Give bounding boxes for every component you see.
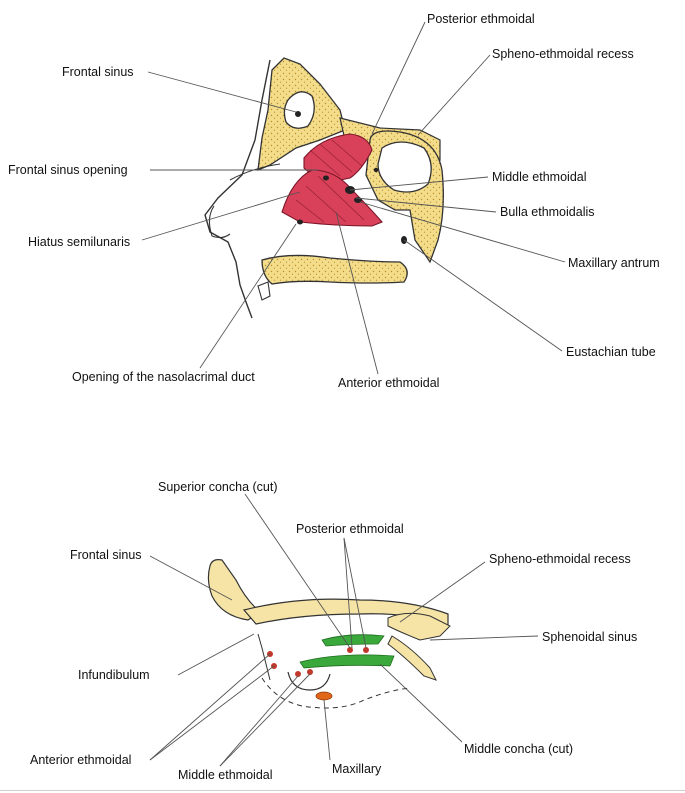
hard-palate xyxy=(261,254,408,285)
middle-ethmoidal-ostium-1 xyxy=(295,671,301,677)
top-leader-lines xyxy=(141,21,566,375)
bottom-leader-lines xyxy=(149,493,539,767)
bottom-lateral-wall-drawing xyxy=(207,559,451,709)
label-anterior-ethmoidal-bottom: Anterior ethmoidal xyxy=(30,753,132,767)
label-hiatus-semilunaris: Hiatus semilunaris xyxy=(28,235,131,249)
label-frontal-sinus-top: Frontal sinus xyxy=(62,65,134,79)
label-frontal-sinus-bottom: Frontal sinus xyxy=(70,548,142,562)
label-middle-concha: Middle concha (cut) xyxy=(464,742,574,756)
posterior-ethmoidal-ostium-2 xyxy=(363,647,369,653)
sphenoid-sinus-cavity xyxy=(377,141,432,193)
label-maxillary: Maxillary xyxy=(332,762,382,776)
frontal-sinus-cavity xyxy=(283,91,315,129)
label-bulla-ethmoidalis: Bulla ethmoidalis xyxy=(500,205,595,219)
infundibulum-curve xyxy=(287,671,331,691)
label-infundibulum: Infundibulum xyxy=(78,668,150,682)
label-posterior-ethmoidal-bottom: Posterior ethmoidal xyxy=(296,522,404,536)
posterior-wall-bottom xyxy=(387,635,437,681)
label-sphenoidal-sinus: Sphenoidal sinus xyxy=(542,630,638,644)
superior-concha-green xyxy=(321,634,385,647)
sphenoid-shape-bottom xyxy=(387,612,451,641)
maxillary-ostium xyxy=(315,691,333,701)
bottom-border xyxy=(0,790,685,791)
face-profile-outline xyxy=(204,59,271,319)
middle-concha-green xyxy=(299,654,395,669)
middle-ethmoidal-ostium-2 xyxy=(307,669,313,675)
inferior-dashed-outline xyxy=(261,677,411,709)
hiatus-ostium xyxy=(297,219,303,225)
label-eustachian-tube: Eustachian tube xyxy=(566,345,656,359)
tooth xyxy=(257,281,271,301)
label-nasolacrimal-opening: Opening of the nasolacrimal duct xyxy=(72,370,255,384)
label-posterior-ethmoidal-top: Posterior ethmoidal xyxy=(427,12,535,26)
label-frontal-sinus-opening: Frontal sinus opening xyxy=(8,163,128,177)
concha-hatching xyxy=(295,139,365,223)
label-superior-concha: Superior concha (cut) xyxy=(158,480,278,494)
nasal-cartilage xyxy=(208,205,231,239)
label-middle-ethmoidal-bottom: Middle ethmoidal xyxy=(178,768,273,782)
label-spheno-ethmoidal-recess-top: Spheno-ethmoidal recess xyxy=(492,47,634,61)
nasal-floor-line xyxy=(229,163,281,181)
lateral-wall-outline xyxy=(257,633,271,681)
label-anterior-ethmoidal-top: Anterior ethmoidal xyxy=(338,376,440,390)
posterior-ethmoidal-ostium-1 xyxy=(347,647,353,653)
frontal-sinus-ostium xyxy=(295,111,301,117)
label-spheno-ethmoidal-recess-bottom: Spheno-ethmoidal recess xyxy=(489,552,631,566)
top-sagittal-drawing xyxy=(204,57,444,319)
anterior-ostium-1 xyxy=(323,175,329,181)
label-middle-ethmoidal-top: Middle ethmoidal xyxy=(492,170,587,184)
spheno-ethmoidal-ostium xyxy=(373,167,379,173)
label-maxillary-antrum: Maxillary antrum xyxy=(568,256,660,270)
